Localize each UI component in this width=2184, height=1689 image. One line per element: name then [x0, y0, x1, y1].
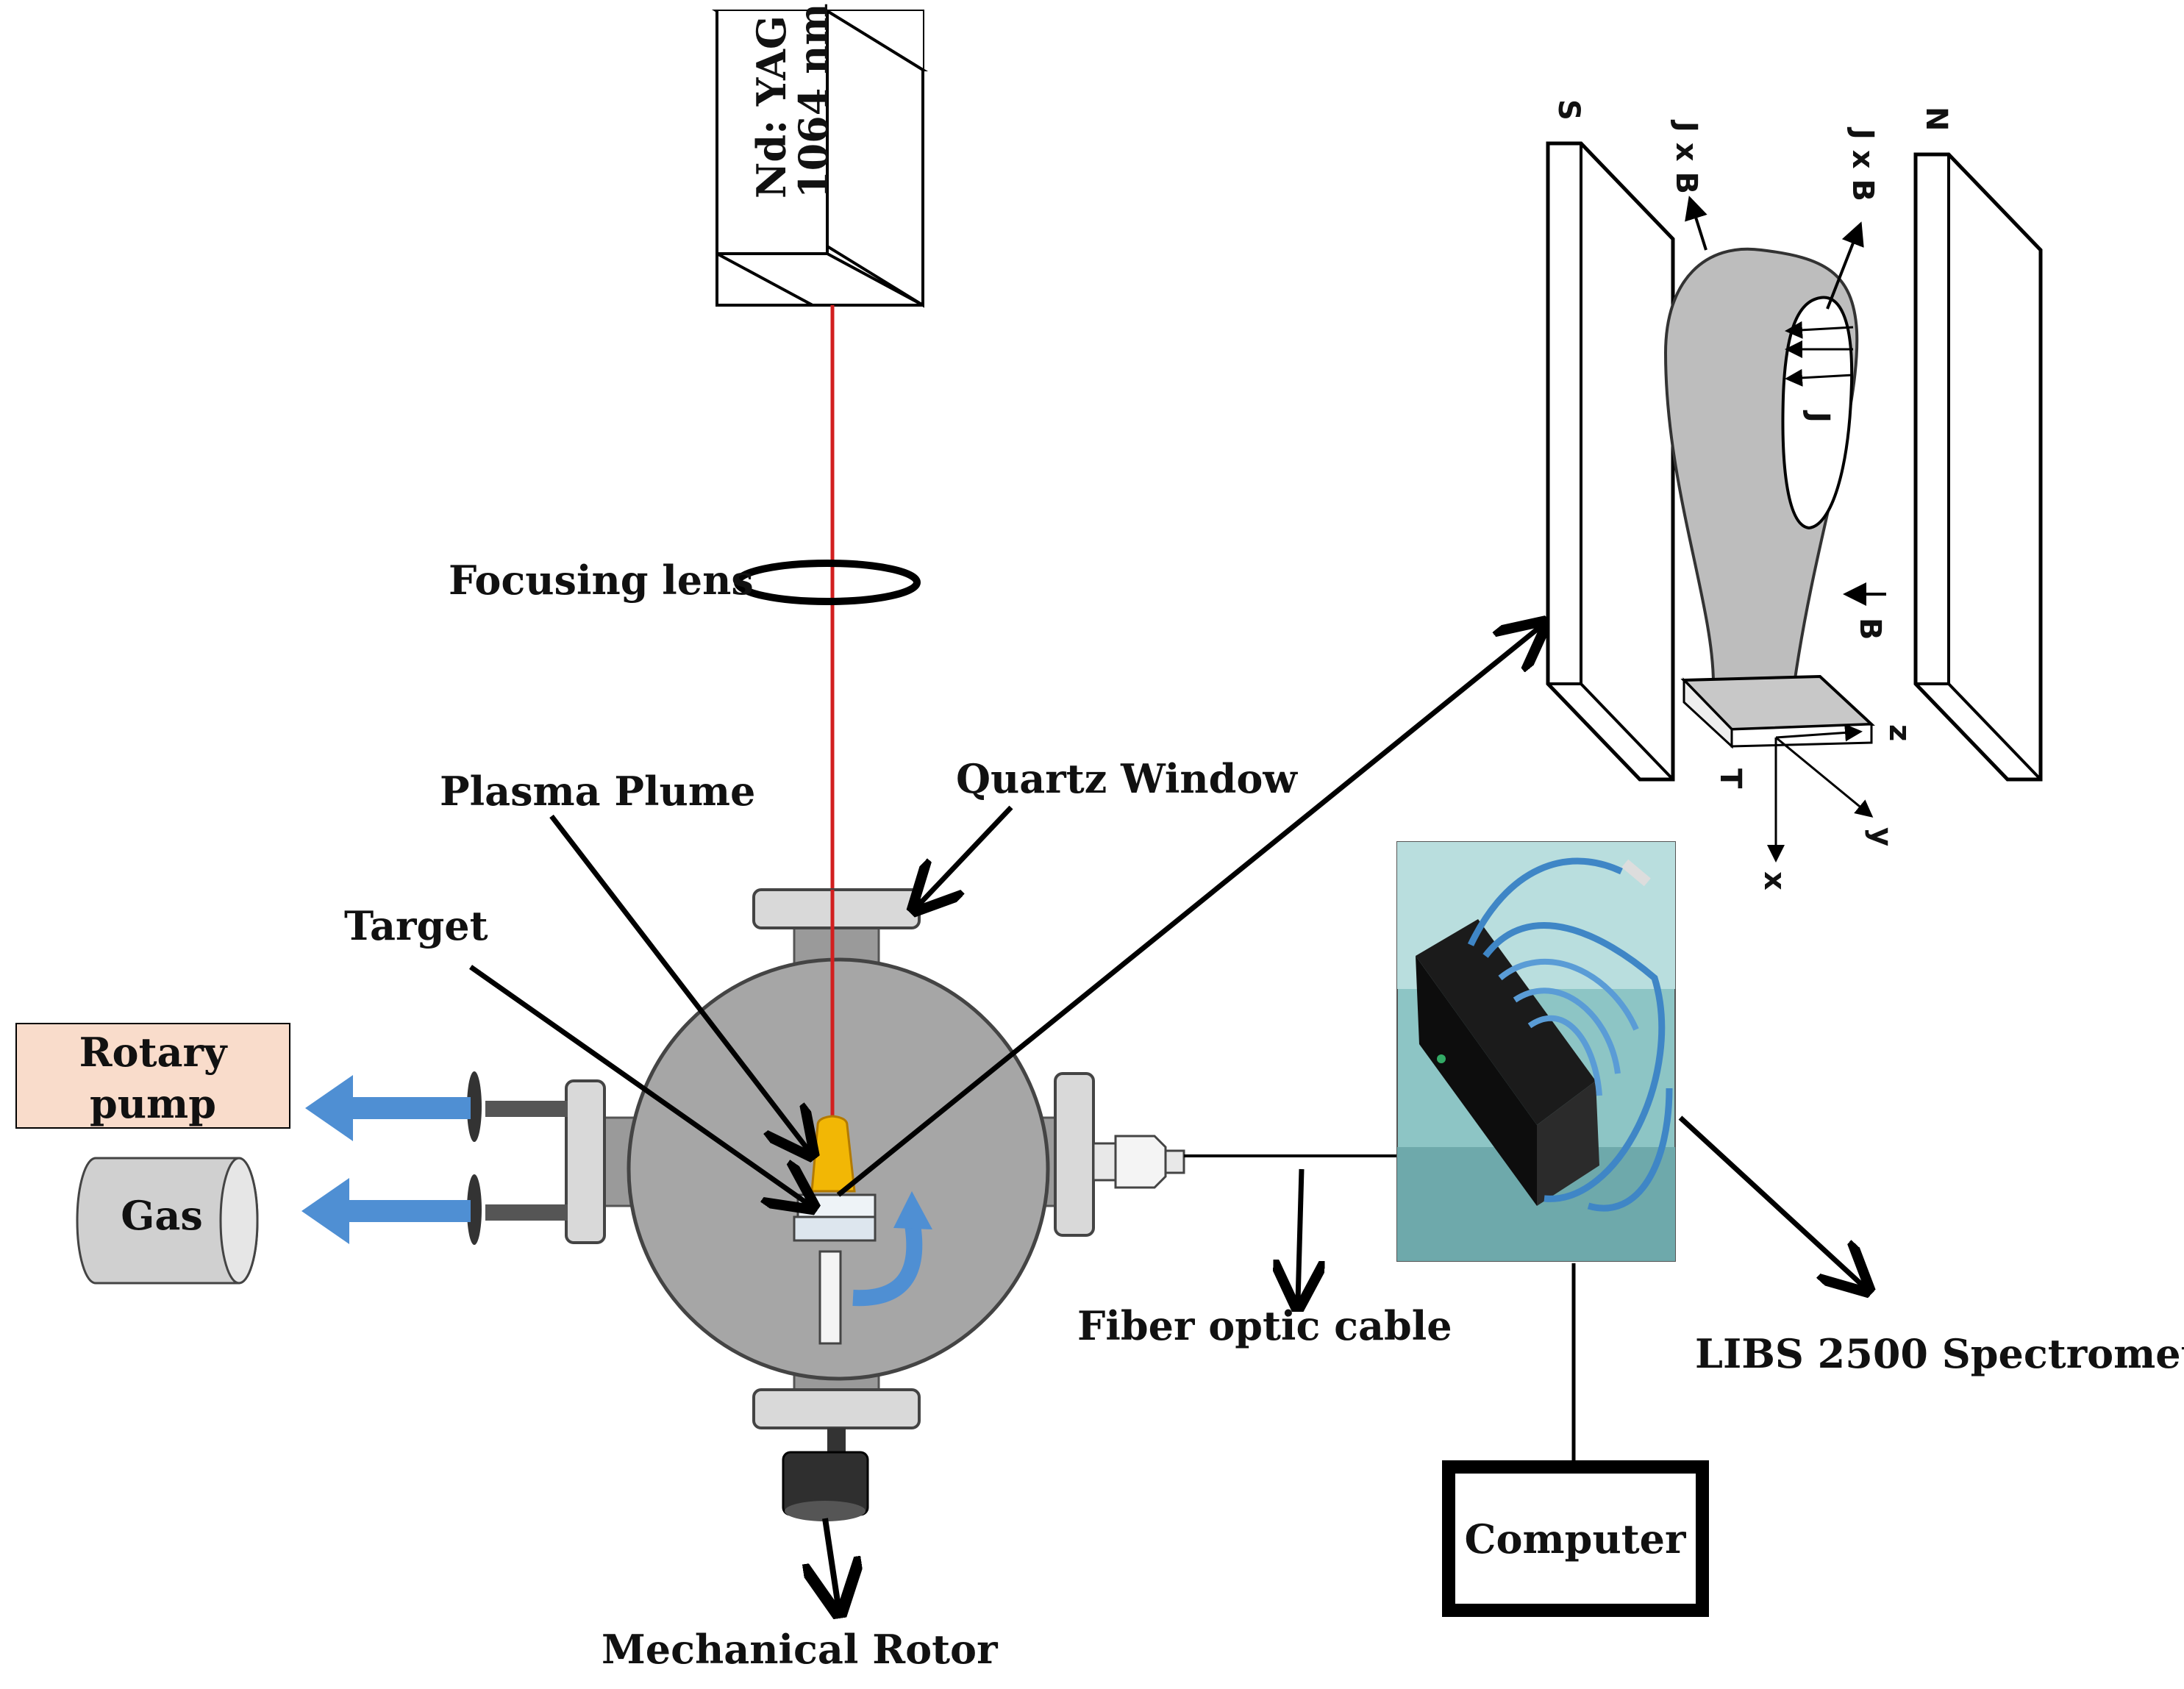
computer-box: [1442, 1460, 1709, 1617]
gas-label: Gas: [121, 1192, 203, 1239]
axis-z-label: z: [1883, 724, 1916, 741]
focusing-lens: [734, 560, 921, 605]
rotary-pump-label-line1: Rotary: [79, 1029, 228, 1076]
mechanical-rotor-label: Mechanical Rotor: [602, 1626, 998, 1673]
gas-cylinder: [76, 1157, 259, 1285]
pump-lines: [467, 1071, 568, 1245]
mechanical-rotor: [782, 1428, 869, 1521]
fiber-optic-cable-label: Fiber optic cable: [1077, 1302, 1452, 1349]
field-b-label: B: [1853, 618, 1887, 640]
laser-label-line2: 1064 nm: [790, 4, 837, 199]
spectrometer-label: LIBS 2500 Spectrometer: [1695, 1330, 2184, 1377]
target-label: Target: [344, 902, 488, 949]
plasma-plume-label: Plasma Plume: [440, 768, 755, 815]
target: [793, 1193, 877, 1345]
axis-y-label: y: [1864, 827, 1898, 846]
focusing-lens-label: Focusing lens: [449, 557, 754, 604]
flow-arrow-gas: [301, 1178, 471, 1244]
jxb-label-left: J x B: [1669, 119, 1703, 194]
jxb-label-right: J x B: [1846, 126, 1880, 201]
pole-n-label: N: [1919, 107, 1953, 131]
plasma-plume: [810, 1115, 856, 1193]
spectrometer-image: [1396, 841, 1676, 1262]
quartz-window-label: Quartz Window: [956, 755, 1298, 802]
rotation-arrow: [852, 1219, 923, 1307]
target-t-label: T: [1713, 768, 1747, 789]
flow-arrow-rotary: [305, 1075, 471, 1141]
rotary-pump-label-line2: pump: [90, 1080, 216, 1127]
computer-label: Computer: [1465, 1515, 1686, 1563]
laser-box: Nd: YAG 1064 nm: [711, 4, 929, 308]
current-j-label: J: [1802, 410, 1835, 423]
magnetic-confinement-inset: S N J J x B J x B B T x y z: [1546, 99, 2043, 890]
rotary-pump-box: [15, 1023, 290, 1129]
fiber-connector: [1092, 1135, 1185, 1189]
pole-s-label: S: [1552, 99, 1585, 121]
axis-x-label: x: [1757, 871, 1791, 890]
laser-label-line1: Nd: YAG: [748, 15, 795, 199]
